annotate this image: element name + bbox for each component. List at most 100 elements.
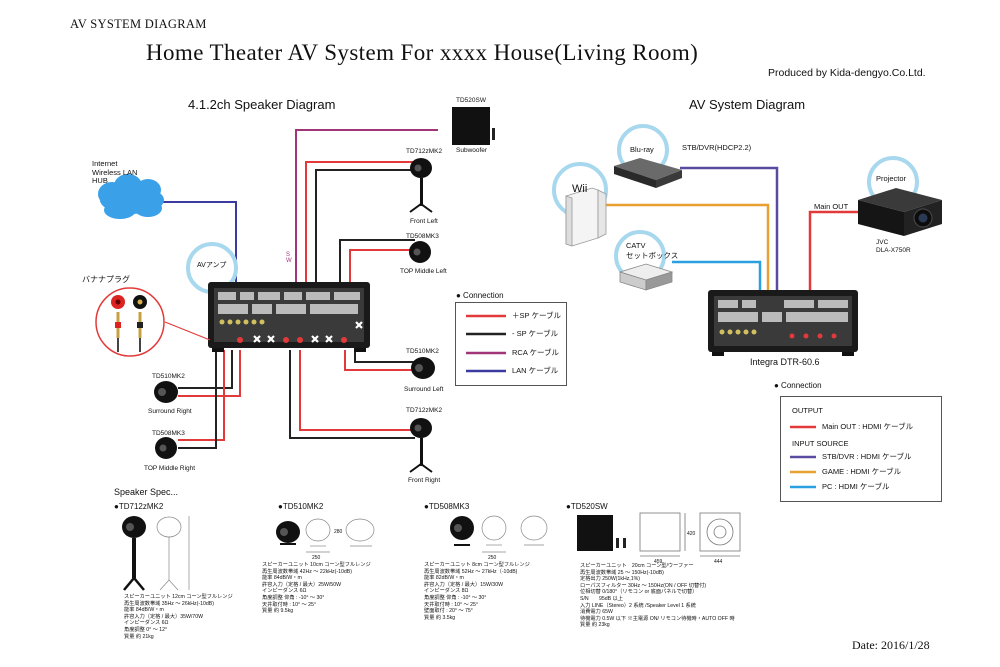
tml-minus-cable <box>339 239 415 290</box>
av-amp-label: AVアンプ <box>197 262 227 269</box>
sp-legend-item: ＋SP ケーブル <box>512 311 562 320</box>
spec-line: 質量 約 9.5kg <box>262 608 294 615</box>
spec-text-td510: スピーカーユニット 10cm コーン型フルレンジ 再生周波数帯域 42Hz ～ … <box>262 562 371 615</box>
subwoofer-name: Subwoofer <box>456 147 488 154</box>
banana-pointer <box>164 321 211 341</box>
front-left-minus-cable <box>315 169 415 290</box>
bluray-label: Blu-ray <box>630 145 654 154</box>
front-left-name: Front Left <box>410 218 438 225</box>
sp-legend-title: ● Connection <box>456 291 504 300</box>
spec-text-td520sw: スピーカーユニット 20cm コーン型/ウーファー 再生周波数帯域 25 ～ 1… <box>580 563 735 629</box>
spec-name: ●TD520SW <box>566 502 608 511</box>
stb-label: STB/DVR(HDCP2.2) <box>682 143 752 152</box>
spec-text-td712: スピーカーユニット 12cm コーン型フルレンジ 再生周波数帯域 35Hz ～ … <box>124 594 233 640</box>
spec-td712-icon <box>122 516 190 591</box>
spec-line: 天井取付時 : 10° ～ 25° <box>424 601 479 608</box>
catv-box-icon <box>618 263 674 291</box>
tml-model: TD508MK3 <box>406 233 439 240</box>
spec-line: 許容入力（定格 / 最大）35W/70W <box>124 613 203 620</box>
front-left-model: TD712zMK2 <box>406 148 443 155</box>
front-left-plus-cable <box>305 161 415 290</box>
spec-line: ローパスフィルター 30Hz ～ 150Hz(ON / OFF 切替付) <box>580 582 707 589</box>
wii-console-icon <box>565 187 607 247</box>
surround-right-speaker-icon <box>154 381 178 403</box>
banana-plug-label: バナナプラグ <box>82 275 130 284</box>
av-legend-input: INPUT SOURCE <box>792 439 849 448</box>
av-legend-item: Main OUT : HDMI ケーブル <box>822 422 914 431</box>
spec-line: 角度調整 仰角 : -10° ～ 30° <box>424 594 487 601</box>
spec-line: 質量 約 3.5kg <box>424 614 456 621</box>
sr-plus-cable <box>178 350 241 397</box>
fr-minus-cable <box>289 350 415 439</box>
produced-by: Produced by Kida-dengyo.Co.Ltd. <box>768 67 926 79</box>
spec-line: 再生周波数帯域 52Hz ～ 27kHz（-10dB) <box>424 568 518 575</box>
sl-minus-cable <box>354 350 415 363</box>
tml-plus-cable <box>349 249 415 290</box>
front-right-speaker-icon <box>409 418 433 473</box>
spec-line: スピーカーユニット 12cm コーン型フルレンジ <box>124 594 233 600</box>
tmr-plus-cable <box>178 350 225 441</box>
stb-hdmi-cable <box>680 166 779 300</box>
subwoofer-icon <box>452 107 495 145</box>
spec-line: 位相切替 0/180°（リモコン or 底面パネルで切替） <box>580 589 698 596</box>
spec-line: 能率 84dB/W・m <box>124 607 164 614</box>
spec-line: 許容入力（定格 / 最大）15W/30W <box>424 581 503 588</box>
bluray-player-icon <box>614 158 682 188</box>
fr-plus-cable <box>299 350 415 431</box>
projector-model: JVC DLA-X750R <box>876 239 911 254</box>
spec-line: 再生周波数帯域 35Hz ～ 26kHz(-10dB) <box>124 600 214 607</box>
subwoofer-model: TD520SW <box>456 97 486 104</box>
spec-line: 入力 LINE（Stereo）2 系統 /Speaker Level 1 系統 <box>580 602 696 609</box>
spec-line: 角度調整 0° ～ 12° <box>124 626 168 633</box>
av-legend-title: ● Connection <box>774 381 822 390</box>
top-label: AV SYSTEM DIAGRAM <box>70 17 207 31</box>
spec-line: スピーカーユニット 10cm コーン型フルレンジ <box>262 562 371 568</box>
top-middle-left-speaker-icon <box>409 241 431 263</box>
sp-legend-item: LAN ケーブル <box>512 366 559 375</box>
game-hdmi-cable <box>600 203 770 300</box>
front-left-speaker-icon <box>409 158 433 213</box>
rca-cable <box>295 129 438 290</box>
spec-line: 天井取付時 : 10° ～ 25° <box>262 601 317 608</box>
spec-line: 壁面取付 : 20° ～ 75° <box>424 608 473 615</box>
spec-name: ●TD712zMK2 <box>114 502 164 511</box>
dim-label: 250 <box>488 555 497 561</box>
fr-model: TD712zMK2 <box>406 407 443 414</box>
sw-label: SW <box>286 252 292 264</box>
spec-line: インピーダンス 8Ω <box>424 588 469 595</box>
dim-label: 250 <box>312 555 321 561</box>
tmr-model: TD508MK3 <box>152 430 185 437</box>
top-middle-right-speaker-icon <box>155 437 177 459</box>
av-legend-output: OUTPUT <box>792 406 823 415</box>
dim-label: 420 <box>687 531 696 537</box>
sp-legend-swatches <box>466 314 506 373</box>
spec-line: 再生周波数帯域 42Hz ～ 22kHz(-10dB) <box>262 568 352 575</box>
banana-plug-inset <box>95 287 165 357</box>
main-out-label: Main OUT <box>814 202 849 211</box>
sr-minus-cable <box>178 350 233 389</box>
av-legend-box <box>780 396 942 502</box>
spec-line: 能率 82dB/W・m <box>424 575 464 582</box>
sl-model: TD510MK2 <box>406 348 439 355</box>
catv-label: CATV セットボックス <box>626 241 679 260</box>
sp-legend-item: RCA ケーブル <box>512 348 560 357</box>
tmr-minus-cable <box>178 350 217 449</box>
fr-name: Front Right <box>408 477 441 484</box>
sr-name: Surround Right <box>148 408 192 415</box>
spec-line: 能率 84dB/W・m <box>262 575 302 582</box>
av-legend-swatches <box>790 425 816 489</box>
spec-line: S/N 95dB 以上 <box>580 595 623 602</box>
date-label: Date: 2016/1/28 <box>852 638 930 652</box>
sp-legend-item: - SP ケーブル <box>512 329 559 338</box>
projector-icon <box>858 188 942 236</box>
dim-label: 459 <box>654 559 663 565</box>
sl-name: Surround Left <box>404 386 444 393</box>
spec-line: 定格出力 250W(1kHz,1%) <box>580 576 640 583</box>
speaker-diagram-title: 4.1.2ch Speaker Diagram <box>188 97 336 112</box>
sl-plus-cable <box>344 350 415 371</box>
av-legend-item: STB/DVR : HDMI ケーブル <box>822 452 912 461</box>
av-legend-item: PC : HDMI ケーブル <box>822 482 890 491</box>
spec-td510-icon <box>276 518 375 553</box>
spec-line: 待機電力 0.5W 以下 ※主電源 ON/ リモコン待機時・AUTO OFF 時 <box>580 615 735 622</box>
